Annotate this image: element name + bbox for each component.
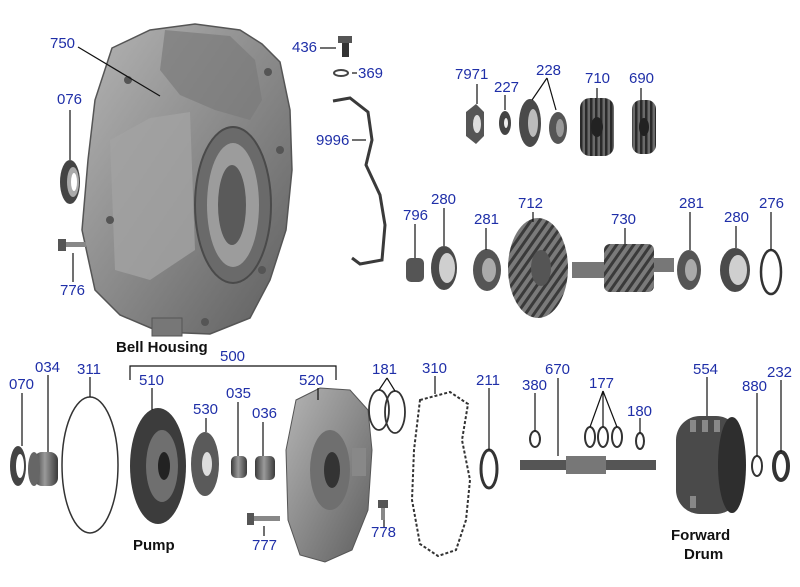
callout-554: 554 — [693, 361, 719, 378]
pump-body-510 — [130, 408, 186, 524]
ring-380 — [529, 430, 541, 448]
gear-690 — [632, 100, 656, 154]
seal-rings-177 — [584, 426, 623, 448]
gear-530 — [191, 432, 219, 496]
caption-bell-housing: Bell Housing — [116, 339, 208, 356]
callout-710: 710 — [585, 70, 611, 87]
callout-311: 311 — [77, 361, 101, 378]
callout-181: 181 — [372, 361, 398, 378]
callout-369: 369 — [358, 65, 384, 82]
callout-070: 070 — [9, 376, 35, 393]
callout-180: 180 — [627, 403, 653, 420]
callout-500: 500 — [220, 348, 246, 365]
pump-cover-520 — [285, 387, 373, 563]
leader-lines — [21, 46, 782, 536]
shaft-730 — [572, 244, 674, 292]
callout-750: 750 — [50, 35, 76, 52]
bolt-778 — [378, 500, 388, 520]
nut-7971 — [466, 104, 484, 144]
caption-forward: Forward — [671, 527, 731, 544]
bearing-036 — [255, 456, 275, 480]
race-280-left — [431, 246, 457, 290]
seal-ring-211 — [479, 448, 499, 490]
bearing-796 — [406, 258, 424, 282]
gear-710 — [580, 98, 614, 156]
bearing-281-left — [473, 249, 501, 291]
oring-369 — [333, 69, 349, 77]
callout-530: 530 — [193, 401, 219, 418]
bearing-228 — [519, 99, 567, 147]
forward-drum-554 — [676, 416, 746, 514]
callout-7971: 7971 — [455, 66, 489, 83]
callout-280-right: 280 — [724, 209, 750, 226]
washer-227 — [499, 111, 511, 135]
race-280-right — [720, 248, 750, 292]
caption-pump: Pump — [133, 537, 175, 554]
callout-778: 778 — [371, 524, 397, 541]
callout-880: 880 — [742, 378, 768, 395]
callout-520: 520 — [299, 372, 325, 389]
callout-177: 177 — [589, 375, 615, 392]
callout-232: 232 — [767, 364, 793, 381]
gear-712 — [508, 218, 568, 318]
seal-232 — [772, 450, 790, 482]
callout-076: 076 — [57, 91, 83, 108]
callout-281-right: 281 — [679, 195, 705, 212]
seal-rings-181 — [368, 389, 406, 434]
callout-9996: 9996 — [316, 132, 350, 149]
bolt-777 — [247, 513, 280, 525]
callout-690: 690 — [629, 70, 655, 87]
ring-880 — [751, 455, 763, 477]
callout-777: 777 — [252, 537, 278, 554]
callout-730: 730 — [611, 211, 637, 228]
callout-036: 036 — [252, 405, 278, 422]
gasket-310 — [410, 390, 472, 558]
seal-070 — [10, 446, 26, 486]
bell-housing-750 — [81, 23, 293, 337]
callout-280-left: 280 — [431, 191, 457, 208]
callout-228: 228 — [536, 62, 562, 79]
callout-227: 227 — [494, 79, 520, 96]
oring-311 — [61, 396, 119, 534]
callout-034: 034 — [35, 359, 61, 376]
dipstick-tube-9996 — [332, 96, 387, 266]
callout-670: 670 — [545, 361, 571, 378]
bushing-034 — [28, 452, 58, 486]
plug-436 — [338, 36, 352, 57]
callout-712: 712 — [518, 195, 544, 212]
callout-796: 796 — [403, 207, 429, 224]
callout-510: 510 — [139, 372, 165, 389]
callout-310: 310 — [422, 360, 448, 377]
callout-776: 776 — [60, 282, 86, 299]
bolt-776 — [58, 239, 86, 251]
callout-211: 211 — [476, 372, 500, 389]
caption-drum: Drum — [684, 546, 724, 563]
shaft-670 — [520, 456, 656, 474]
ring-180 — [635, 432, 645, 450]
callout-276: 276 — [759, 195, 785, 212]
oring-276 — [759, 248, 783, 296]
callout-035: 035 — [226, 385, 252, 402]
callout-380: 380 — [522, 377, 548, 394]
seal-076 — [60, 160, 80, 204]
bearing-035 — [231, 456, 247, 478]
callout-281-left: 281 — [474, 211, 500, 228]
callout-436: 436 — [292, 39, 318, 56]
bearing-281-right — [677, 250, 701, 290]
